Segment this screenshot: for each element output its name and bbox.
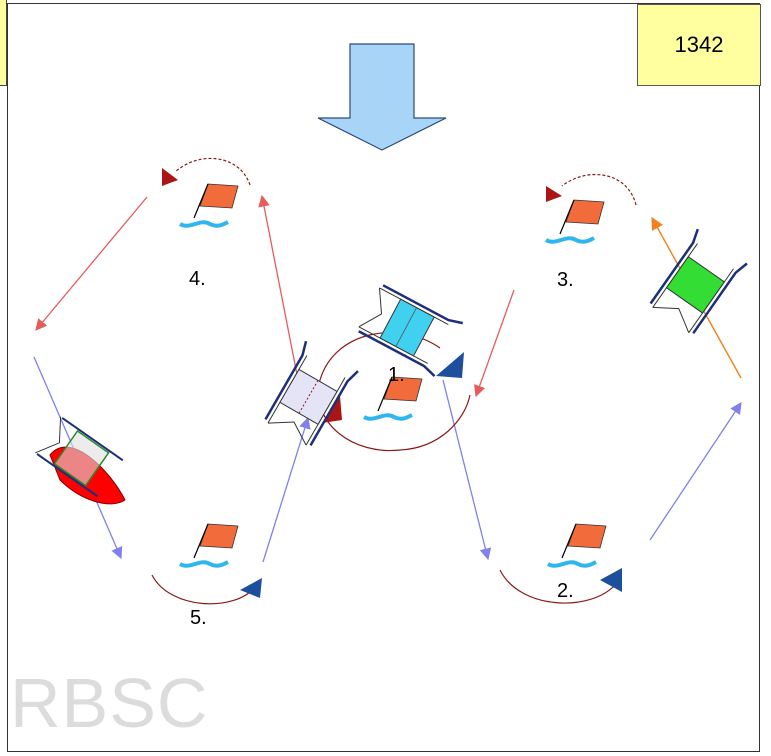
mark-3-label: 3. [557, 269, 574, 291]
rounding-arc-5 [151, 574, 256, 605]
rounding-arc-2 [499, 569, 616, 604]
leg-5-to-1 [262, 416, 311, 563]
leg-1-to-2 [442, 379, 492, 561]
leg-2-to-3 [649, 402, 742, 541]
diagram-number: 1342 [674, 32, 724, 57]
pin-3-icon [546, 186, 562, 202]
mark-2-label: 2. [557, 580, 574, 602]
diagram-number-badge: 1342 [637, 4, 761, 86]
rounding-arc-4 [174, 157, 251, 186]
catamaran-cyan [358, 284, 463, 377]
watermark-text: RBSC [10, 664, 209, 742]
mark-4-label: 4. [189, 268, 206, 290]
catamaran-green [649, 228, 748, 335]
course-legs-red [35, 194, 515, 401]
mark-2-flag [546, 523, 607, 568]
wind-arrow [317, 43, 447, 151]
pin-4-icon [162, 168, 178, 186]
left-panel-edge [0, 0, 7, 86]
leg-start-to-4 [258, 194, 303, 401]
mark-3-flag [544, 199, 605, 244]
mark-1-label: 1. [388, 364, 405, 386]
pin-markers [162, 168, 622, 598]
mark-1-flag [362, 376, 423, 421]
mark-5-label: 5. [190, 607, 207, 629]
mark-4-flag [178, 183, 239, 228]
leg-4-to-start [35, 196, 148, 331]
committee-boat [35, 416, 126, 505]
pin-1-blue-icon [436, 352, 464, 378]
rounding-arcs [151, 157, 637, 605]
rounding-arc-3 [561, 173, 637, 206]
pin-2-icon [600, 568, 622, 592]
pin-5-icon [240, 578, 262, 598]
rounding-arc-1 [318, 332, 471, 452]
mark-5-flag [178, 523, 239, 568]
leg-3-to-1 [474, 289, 515, 398]
catamaran-lavender [264, 340, 359, 446]
